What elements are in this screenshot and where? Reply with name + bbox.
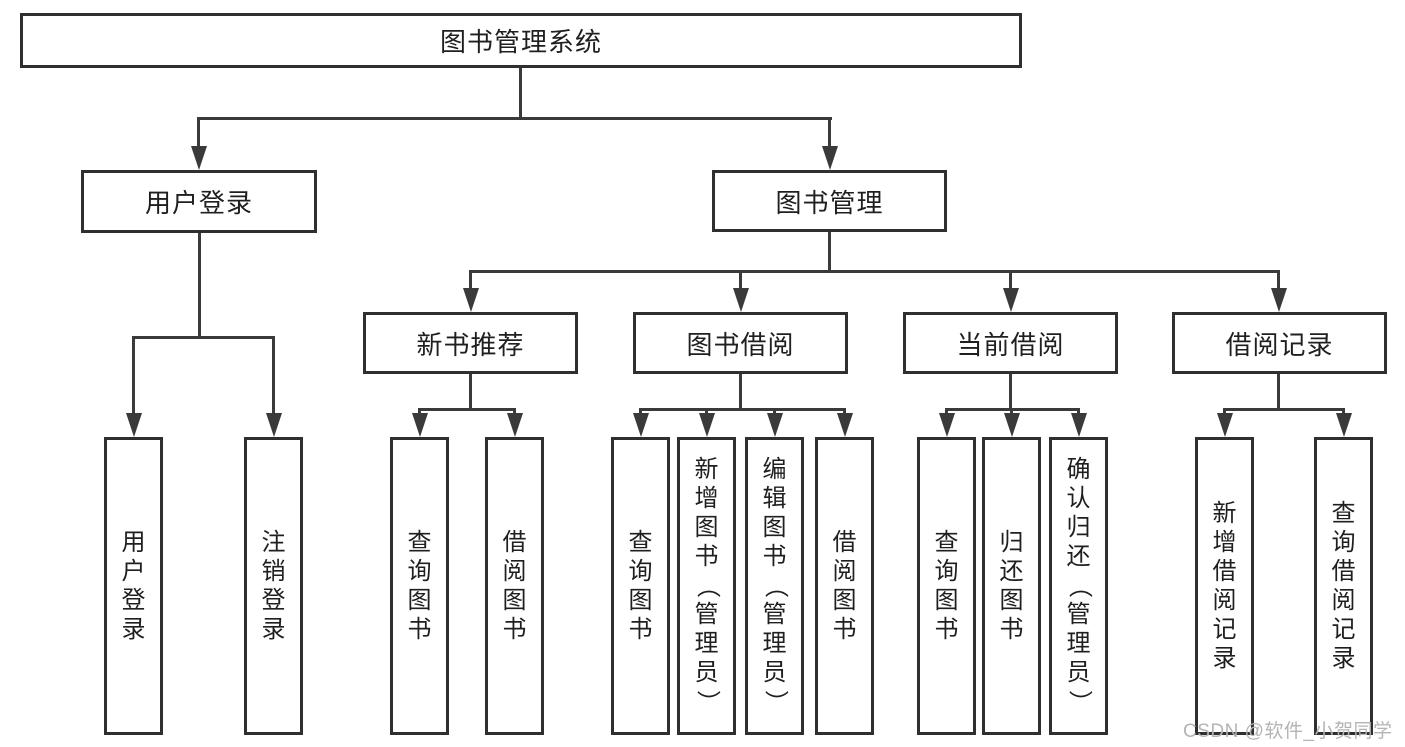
leaf-query-books-recommend: 查询图书: [390, 437, 449, 735]
node-borrow-record: 借阅记录: [1172, 312, 1387, 374]
arrow-down: [1216, 413, 1233, 437]
arrow-down: [732, 288, 749, 312]
arrow-down: [836, 413, 853, 437]
connector-hline: [418, 408, 515, 411]
leaf-edit-books-admin: 编辑图书（管理员）: [745, 437, 804, 735]
leaf-logout: 注销登录: [244, 437, 303, 735]
arrow-down: [938, 413, 955, 437]
connector-hline: [639, 408, 845, 411]
connector-vline: [1277, 374, 1280, 410]
leaf-query-books: 查询图书: [611, 437, 670, 735]
arrow-down: [462, 288, 479, 312]
connector-stub: [197, 117, 200, 150]
arrow-down: [821, 146, 838, 170]
connector-stub: [739, 270, 742, 291]
leaf-borrow-books: 借阅图书: [815, 437, 874, 735]
connector-vline: [197, 233, 201, 339]
arrow-down: [1003, 413, 1020, 437]
arrow-down: [1335, 413, 1352, 437]
connector-stub: [132, 336, 135, 415]
connector-vline: [739, 374, 742, 410]
leaf-return-books: 归还图书: [982, 437, 1041, 735]
node-user-login: 用户登录: [81, 170, 317, 233]
leaf-user-login: 用户登录: [104, 437, 163, 735]
connector-vline: [519, 68, 522, 120]
connector-vline: [828, 232, 831, 272]
leaf-add-books-admin: 新增图书（管理员）: [677, 437, 736, 735]
arrow-down: [1002, 288, 1019, 312]
node-new-book-recommend: 新书推荐: [363, 312, 578, 374]
connector-vline: [1009, 374, 1012, 410]
connector-vline: [469, 374, 472, 410]
leaf-confirm-return-admin: 确认归还（管理员）: [1049, 437, 1108, 735]
arrow-down: [411, 413, 428, 437]
arrow-down: [506, 413, 523, 437]
connector-hline: [132, 336, 275, 339]
connector-stub: [469, 270, 472, 291]
arrow-down: [698, 413, 715, 437]
arrow-down: [125, 413, 142, 437]
connector-hline: [469, 270, 1280, 273]
node-book-management: 图书管理: [712, 170, 947, 232]
leaf-query-borrow-record: 查询借阅记录: [1314, 437, 1373, 735]
arrow-down: [766, 413, 783, 437]
node-book-borrow: 图书借阅: [633, 312, 848, 374]
arrow-down: [265, 413, 282, 437]
node-root-system: 图书管理系统: [20, 13, 1022, 68]
watermark: CSDN @软件_小贺同学: [1183, 721, 1393, 742]
connector-stub: [828, 117, 831, 150]
leaf-add-borrow-record: 新增借阅记录: [1195, 437, 1254, 735]
arrow-down: [190, 146, 207, 170]
leaf-borrow-books-recommend: 借阅图书: [485, 437, 544, 735]
arrow-down: [1270, 288, 1287, 312]
connector-hline: [1223, 408, 1344, 411]
connector-stub: [1277, 270, 1280, 291]
connector-hline: [197, 117, 832, 120]
arrow-down: [1070, 413, 1087, 437]
arrow-down: [632, 413, 649, 437]
connector-stub: [272, 336, 275, 415]
leaf-query-books-current: 查询图书: [917, 437, 976, 735]
node-current-borrow: 当前借阅: [903, 312, 1118, 374]
connector-stub: [1009, 270, 1012, 291]
